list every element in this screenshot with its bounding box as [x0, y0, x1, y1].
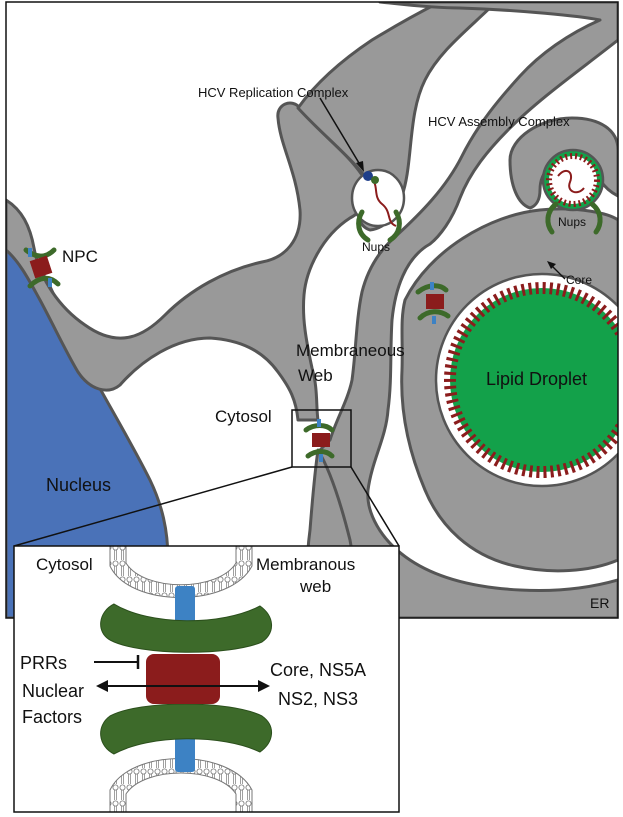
inset-panel-border — [13, 545, 400, 813]
web-label: Web — [298, 366, 333, 385]
inset-web-label: web — [299, 577, 331, 596]
npc-nucleus — [23, 247, 61, 289]
core-label: Core — [566, 273, 592, 287]
membraneous-label: Membraneous — [296, 341, 405, 360]
inset-bilayer-bottom — [109, 758, 253, 812]
nup-pair-assembly — [545, 201, 603, 235]
factors-label: Factors — [22, 707, 82, 727]
zoom-line-right — [350, 466, 400, 547]
inset-pore-top — [175, 586, 195, 628]
cytosol-label: Cytosol — [215, 407, 272, 426]
hcv-assembly-label: HCV Assembly Complex — [428, 114, 570, 129]
ns2-ns3-label: NS2, NS3 — [278, 689, 358, 709]
inset-nup-bottom — [100, 703, 272, 755]
hcv-replication-label: HCV Replication Complex — [198, 85, 349, 100]
npc-lipid — [415, 282, 451, 324]
nups-label-assembly: Nups — [558, 215, 586, 229]
inset-bilayer-top — [109, 546, 253, 598]
assembly-complex — [541, 148, 605, 212]
lipid-droplet-label: Lipid Droplet — [486, 369, 587, 389]
prrs-label: PRRs — [20, 653, 67, 673]
replication-complex — [350, 168, 406, 228]
zoom-box — [291, 409, 352, 468]
replication-arrow — [319, 97, 363, 169]
core-ns5a-label: Core, NS5A — [270, 660, 366, 680]
nucleus-label: Nucleus — [46, 475, 111, 495]
inset-cytosol-label: Cytosol — [36, 555, 93, 574]
inset-npc-core — [146, 654, 220, 704]
inset-nup-top — [100, 603, 272, 653]
npc-cytosol — [303, 419, 335, 462]
nuclear-label: Nuclear — [22, 681, 84, 701]
inset-membranous-label: Membranous — [256, 555, 355, 574]
er-label: ER — [590, 595, 609, 611]
nup-pair-replication — [356, 209, 402, 243]
zoom-line-left — [13, 466, 293, 547]
nups-label-replication: Nups — [362, 240, 390, 254]
npc-label: NPC — [62, 247, 98, 266]
